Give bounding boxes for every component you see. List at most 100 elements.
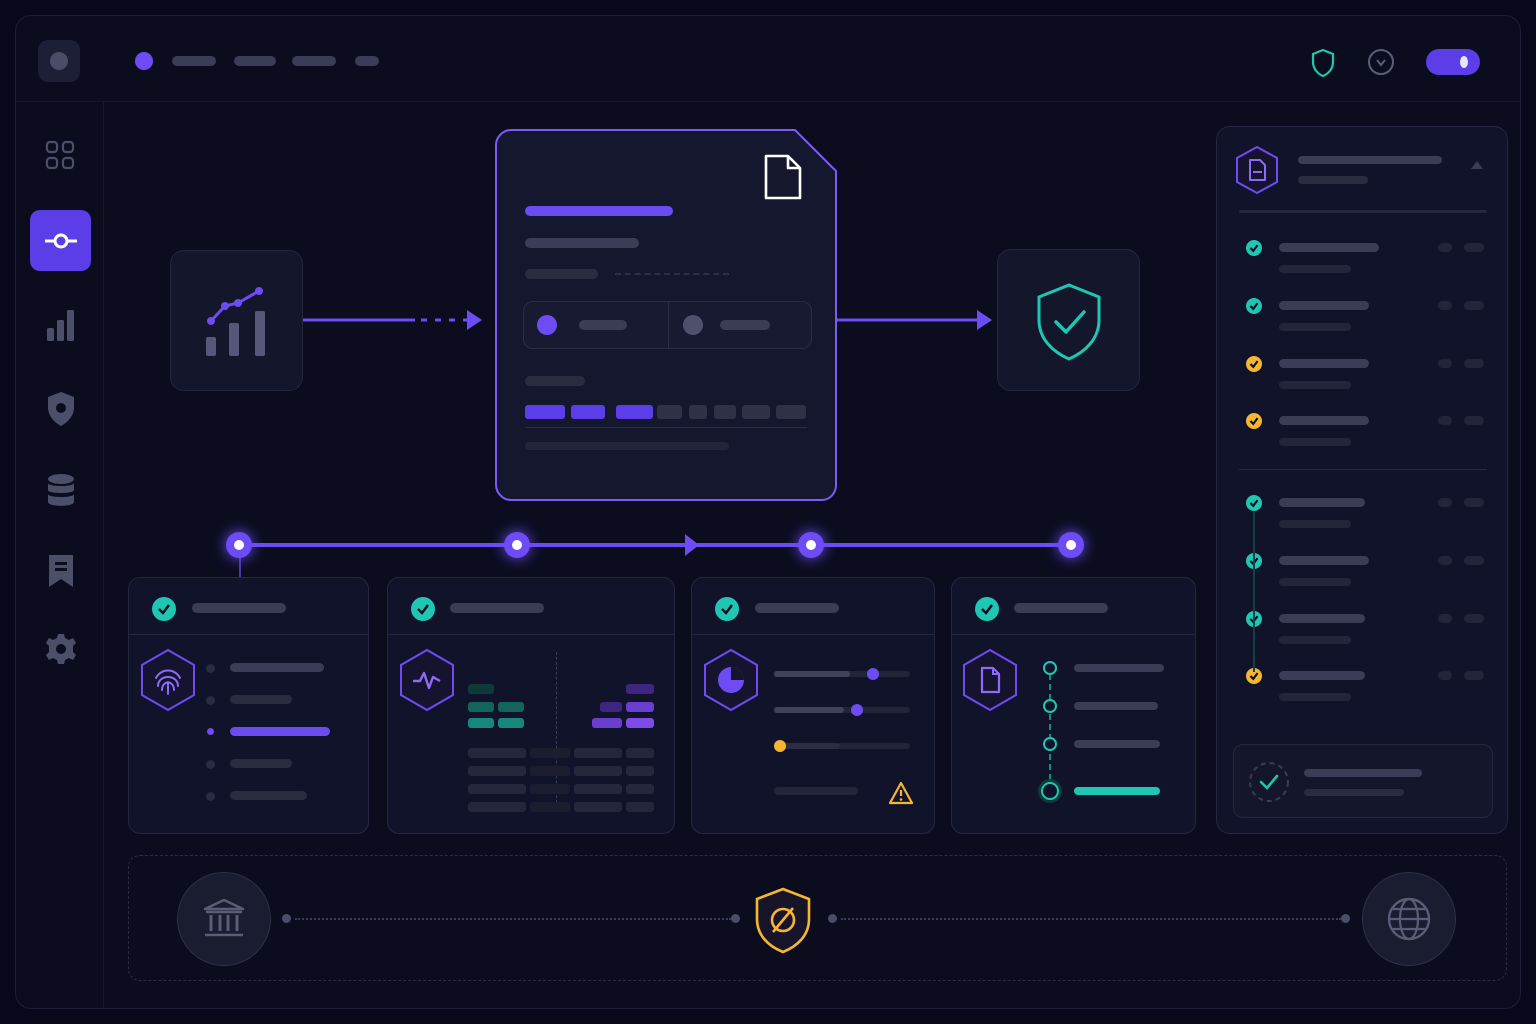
nav-item[interactable] [172,56,216,66]
shield-slash-icon[interactable] [753,886,813,954]
nav-item[interactable] [234,56,276,66]
timeline-arrow [685,534,699,556]
checklist-item-tag [1438,301,1452,310]
bookmark-icon[interactable] [47,553,75,589]
checklist-item[interactable] [1217,295,1509,335]
checklist-item-subtitle [1279,323,1351,331]
checklist-item-tag [1464,556,1484,565]
slider-thumb[interactable] [867,668,879,680]
settings-icon[interactable] [45,633,77,665]
list-item [230,695,292,704]
checklist-item[interactable] [1217,237,1509,277]
option-unselected[interactable] [670,302,811,348]
checklist-item-title [1279,243,1379,252]
step-title [450,603,544,613]
stepper-item [1074,664,1164,672]
card-divider [952,634,1195,635]
panel-subtitle [1298,176,1368,184]
check-complete-icon [411,597,435,621]
checklist-item[interactable] [1217,665,1509,705]
source-analytics-card[interactable] [170,250,303,391]
slider-thumb[interactable] [774,740,786,752]
stepper-dot [1043,699,1057,713]
timeline-node[interactable] [504,532,530,558]
shield-icon[interactable] [1310,48,1336,78]
option-selected[interactable] [524,302,669,348]
stepper-item-active[interactable] [1074,787,1160,795]
footer-title [1304,769,1422,777]
checklist-item-tag [1464,416,1484,425]
timeline-node[interactable] [1058,532,1084,558]
footer-subtitle [1304,789,1404,796]
checklist-item[interactable] [1217,410,1509,450]
step-title [192,603,286,613]
connection-dot [828,914,837,923]
option-label [579,320,627,330]
timeline-node[interactable] [226,532,252,558]
chevron-up-icon[interactable] [1470,160,1484,170]
bank-node[interactable] [177,872,271,966]
step-card-activity[interactable] [387,577,675,834]
slider-thumb[interactable] [851,704,863,716]
checklist-item-tag [1438,416,1452,425]
checklist-item[interactable] [1217,353,1509,393]
option-label [720,320,770,330]
checklist-item[interactable] [1217,608,1509,648]
checklist-item-title [1279,614,1365,623]
shield-icon[interactable] [46,391,76,427]
checklist-item-subtitle [1279,578,1351,586]
bar-chart-icon[interactable] [46,308,76,342]
list-item [230,663,324,672]
stepper-dot-active [1041,782,1059,800]
slider-track[interactable] [774,704,910,716]
step-card-identity[interactable] [128,577,369,834]
checklist-item[interactable] [1217,550,1509,590]
theme-toggle[interactable] [1426,49,1480,75]
checklist-item-tag [1438,498,1452,507]
verified-target-card[interactable] [997,249,1140,391]
check-pending-icon [1246,356,1262,372]
document-meta-dashes [615,273,729,275]
checklist-item-tag [1438,359,1452,368]
step-card-document[interactable] [951,577,1196,834]
stepper-item [1074,740,1160,748]
check-complete-icon [1246,240,1262,256]
nav-item[interactable] [292,56,336,66]
app-logo[interactable] [38,40,80,82]
document-card[interactable] [495,129,837,501]
top-bar [16,16,1520,102]
timeline-node[interactable] [798,532,824,558]
checklist-footer[interactable] [1233,744,1493,818]
shield-check-icon [1037,283,1101,361]
list-bullet [206,696,215,705]
checklist-item[interactable] [1217,492,1509,532]
document-icon [1236,145,1278,195]
checklist-item-subtitle [1279,438,1351,446]
document-footer-text [525,442,729,450]
help-circle-icon[interactable] [1366,47,1396,77]
slider-track[interactable] [774,668,910,680]
network-panel [128,855,1507,981]
check-circle-icon [1249,762,1289,802]
database-icon[interactable] [46,473,76,509]
slider-track[interactable] [774,740,910,752]
nav-item[interactable] [355,56,379,66]
bank-icon [203,898,245,937]
warning-icon [888,781,914,805]
checklist-item-title [1279,498,1365,507]
pie-chart-icon [704,648,758,712]
sidebar-item-active[interactable] [30,210,91,271]
checklist-item-title [1279,671,1365,680]
card-divider [388,634,674,635]
stepper-dot [1043,737,1057,751]
list-item-active[interactable] [230,727,330,736]
step-card-metrics[interactable] [691,577,935,834]
document-divider [525,427,807,428]
document-title [525,206,673,216]
globe-node[interactable] [1362,872,1456,966]
stepper-line [1049,674,1051,790]
grid-icon[interactable] [45,140,75,170]
checklist-item-tag [1464,243,1484,252]
checklist-item-subtitle [1279,381,1351,389]
activity-icon [400,648,454,712]
